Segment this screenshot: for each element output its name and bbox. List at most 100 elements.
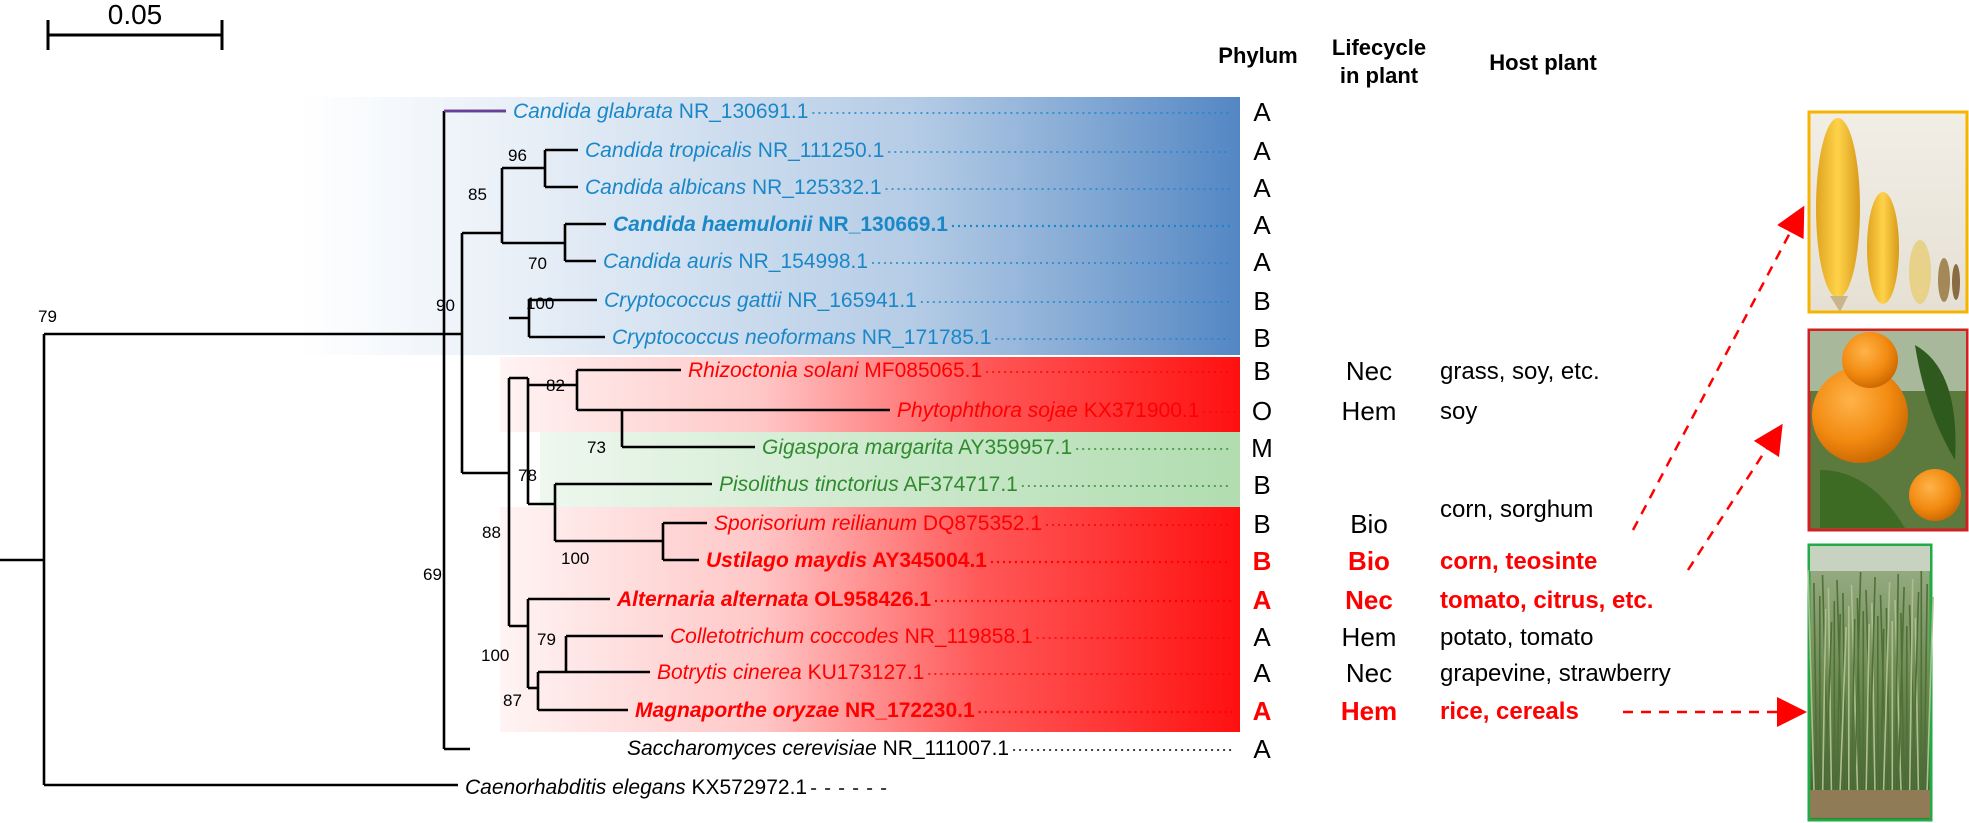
bootstrap-root: 79 bbox=[38, 307, 57, 326]
taxon-accession: NR_171785.1 bbox=[856, 326, 991, 349]
taxon-accession: DQ875352.1 bbox=[917, 512, 1042, 535]
lifecycle-value: Hem bbox=[1341, 696, 1397, 726]
clade-highlight-bands bbox=[300, 97, 1240, 732]
lifecycle-header-line2: in plant bbox=[1340, 63, 1419, 88]
phylum-value: B bbox=[1253, 546, 1272, 576]
taxon-label: Cryptococcus neoformans NR_171785.1 bbox=[612, 326, 991, 349]
reed-stem bbox=[1885, 607, 1891, 791]
mycorrhizal-band bbox=[540, 432, 1240, 507]
taxon-species: Candida tropicalis bbox=[585, 139, 752, 162]
bootstrap-candida-crypto: 90 bbox=[436, 296, 455, 315]
taxon-accession: NR_130691.1 bbox=[673, 100, 808, 123]
taxon-species: Gigaspora margarita bbox=[762, 436, 953, 459]
bootstrap-magnaporthe: 87 bbox=[503, 691, 522, 710]
phylum-value: B bbox=[1253, 470, 1270, 500]
taxon-accession: NR_165941.1 bbox=[781, 289, 916, 312]
taxon-accession: NR_125332.1 bbox=[746, 176, 881, 199]
taxon-species: Ustilago maydis bbox=[706, 549, 867, 572]
reed-stem bbox=[1908, 578, 1914, 791]
taxon-species: Rhizoctonia solani bbox=[688, 359, 860, 382]
reed-stem bbox=[1879, 628, 1885, 791]
phylum-value: O bbox=[1252, 396, 1272, 426]
phylum-value: M bbox=[1251, 433, 1273, 463]
host-plant-value: grass, soy, etc. bbox=[1440, 358, 1600, 385]
bootstrap-ingroup: 69 bbox=[423, 565, 442, 584]
taxon-species: Cryptococcus neoformans bbox=[612, 326, 856, 349]
column-headers: Phylum Lifecycle in plant Host plant bbox=[1218, 35, 1597, 88]
taxon-row: Colletotrichum coccodes NR_119858.1 A Hem p… bbox=[670, 622, 1593, 652]
host-plant-value: corn, sorghum bbox=[1440, 496, 1593, 523]
taxon-species: Phytophthora sojae bbox=[897, 399, 1078, 422]
taxon-species: Candida auris bbox=[603, 250, 733, 273]
taxon-accession: OL958426.1 bbox=[808, 588, 931, 611]
bootstrap-pathogen-clade: 88 bbox=[482, 523, 501, 542]
taxon-label: Candida haemulonii NR_130669.1 bbox=[613, 213, 948, 236]
maize-ears-image bbox=[1807, 110, 1969, 314]
lifecycle-value: Hem bbox=[1342, 622, 1397, 652]
reed-stem bbox=[1914, 617, 1920, 791]
lifecycle-value: Bio bbox=[1348, 546, 1390, 576]
taxon-label: Phytophthora sojae KX371900.1 bbox=[897, 399, 1199, 422]
phylum-value: A bbox=[1253, 136, 1271, 166]
reed-stem bbox=[1911, 591, 1920, 791]
phylum-value: A bbox=[1253, 658, 1271, 688]
host-images bbox=[1807, 110, 1969, 822]
reed-stem bbox=[1900, 612, 1905, 791]
bootstrap-tropicalis-albicans: 96 bbox=[508, 146, 527, 165]
bootstrap-haemulonii-auris: 70 bbox=[528, 254, 547, 273]
phylum-value: A bbox=[1253, 585, 1272, 615]
taxon-species: Colletotrichum coccodes bbox=[670, 625, 899, 648]
phylum-value: B bbox=[1253, 323, 1270, 353]
taxon-accession: NR_119858.1 bbox=[899, 625, 1033, 648]
taxon-label: Candida auris NR_154998.1 bbox=[603, 250, 868, 273]
reed-stem bbox=[1926, 596, 1934, 791]
phylum-value: A bbox=[1253, 247, 1271, 277]
reed-stem bbox=[1813, 582, 1818, 791]
bootstrap-phyto-giga: 73 bbox=[587, 438, 606, 457]
taxon-accession: NR_130669.1 bbox=[813, 213, 949, 236]
reed-stem bbox=[1807, 569, 1815, 791]
taxon-accession: AY345004.1 bbox=[867, 549, 987, 572]
taxon-row: Candida auris NR_154998.1 A bbox=[603, 247, 1271, 277]
bootstrap-candida: 85 bbox=[468, 185, 487, 204]
host-plant-value: tomato, citrus, etc. bbox=[1440, 587, 1653, 614]
arrow-to-citrus bbox=[1686, 423, 1783, 571]
reed-stem bbox=[1853, 571, 1862, 791]
taxon-label: Sporisorium reilianum DQ875352.1 bbox=[714, 512, 1042, 535]
reed-stem bbox=[1865, 589, 1873, 791]
reed-stem bbox=[1923, 583, 1928, 791]
taxon-row: Cryptococcus neoformans NR_171785.1 B bbox=[612, 323, 1271, 353]
host-arrows bbox=[1623, 205, 1807, 727]
taxon-label: Saccharomyces cerevisiae NR_111007.1 bbox=[627, 737, 1009, 760]
taxon-accession: MF085065.1 bbox=[858, 359, 982, 382]
bootstrap-basidio-group: 78 bbox=[518, 466, 537, 485]
lifecycle-value: Nec bbox=[1346, 658, 1392, 688]
reed-stem bbox=[1882, 581, 1891, 791]
bootstrap-rhizo-group: 82 bbox=[546, 376, 565, 395]
taxon-species: Candida glabrata bbox=[513, 100, 673, 123]
taxon-species: Magnaporthe oryzae bbox=[635, 699, 840, 722]
reed-stem bbox=[1836, 613, 1841, 791]
lifecycle-value: Nec bbox=[1346, 356, 1392, 386]
taxon-accession: KX572972.1 bbox=[686, 776, 807, 799]
taxon-row: Caenorhabditis elegans KX572972.1 bbox=[465, 776, 890, 799]
host-plant-value: corn, teosinte bbox=[1440, 548, 1597, 575]
host-plant-value: potato, tomato bbox=[1440, 624, 1593, 651]
taxon-accession: NR_172230.1 bbox=[839, 699, 975, 722]
reed-stem bbox=[1894, 599, 1902, 791]
host-plant-value: grapevine, strawberry bbox=[1440, 660, 1671, 687]
plant-pathogen-band bbox=[500, 507, 1240, 732]
reed-stem bbox=[1879, 594, 1888, 791]
taxon-accession: NR_154998.1 bbox=[733, 250, 868, 273]
phylum-value: A bbox=[1253, 622, 1271, 652]
